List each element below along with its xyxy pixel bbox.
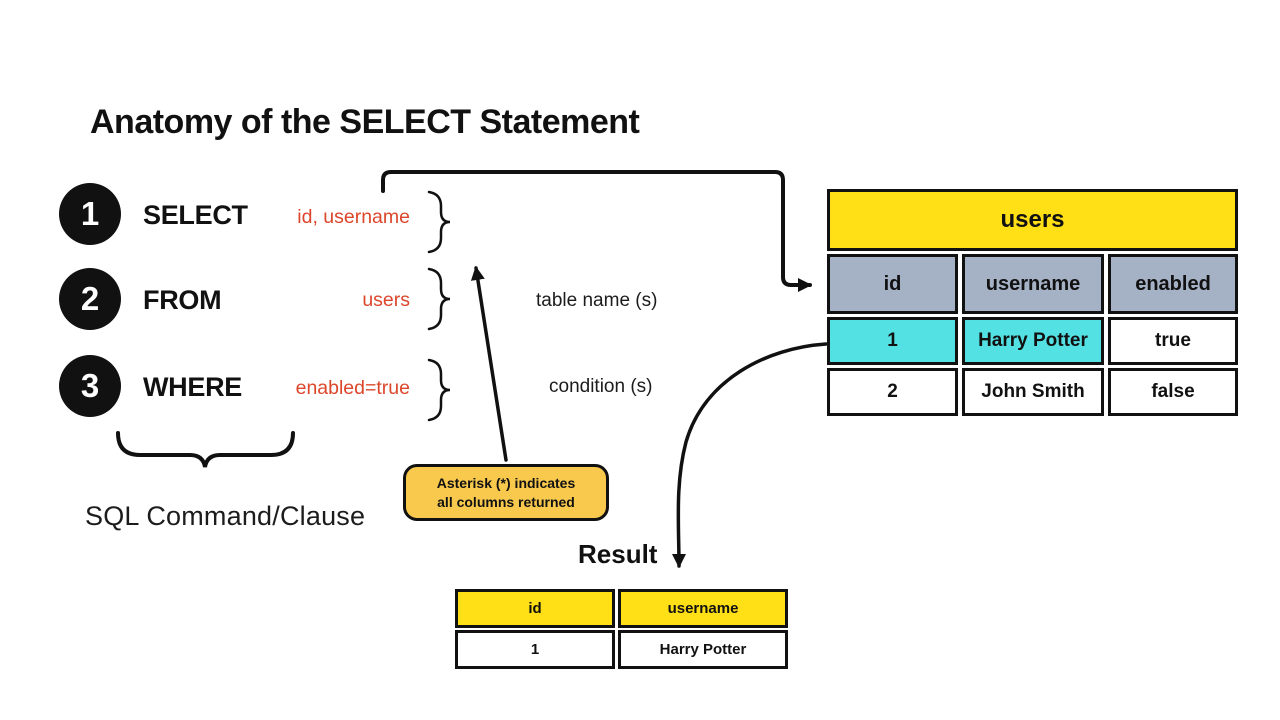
- from-table-value: users: [362, 289, 410, 311]
- sql-command-underbrace: [116, 431, 295, 468]
- step-2-badge: 2: [59, 268, 121, 330]
- select-to-table-arrow: [381, 170, 812, 292]
- page-title: Anatomy of the SELECT Statement: [90, 103, 640, 141]
- users-table-header-row: id username enabled: [827, 254, 1238, 314]
- users-table-row-1: 1 Harry Potter true: [827, 317, 1238, 365]
- result-table: id username 1 Harry Potter: [455, 589, 788, 671]
- result-table-row-1: 1 Harry Potter: [455, 630, 788, 669]
- result-row1-username: Harry Potter: [618, 630, 788, 669]
- callout-arrow: [470, 266, 508, 462]
- step-1-number: 1: [80, 195, 100, 232]
- users-row2-username: John Smith: [962, 368, 1104, 416]
- users-header-id: id: [827, 254, 958, 314]
- step-3-number: 3: [80, 367, 100, 404]
- keyword-select: SELECT: [143, 200, 248, 230]
- step-2-number: 2: [80, 280, 100, 317]
- users-row2-id: 2: [827, 368, 958, 416]
- select-brace: [427, 190, 451, 254]
- users-row1-username: Harry Potter: [962, 317, 1104, 365]
- result-table-header-row: id username: [455, 589, 788, 628]
- users-table: users id username enabled 1 Harry Potter…: [827, 189, 1238, 419]
- keyword-where: WHERE: [143, 372, 242, 402]
- from-brace: [427, 267, 451, 331]
- users-row1-enabled: true: [1108, 317, 1238, 365]
- users-header-enabled: enabled: [1108, 254, 1238, 314]
- result-header-id: id: [455, 589, 615, 628]
- result-header-username: username: [618, 589, 788, 628]
- callout-line-2: all columns returned: [437, 493, 575, 510]
- users-table-row-2: 2 John Smith false: [827, 368, 1238, 416]
- sql-command-label: SQL Command/Clause: [85, 501, 366, 531]
- step-3-badge: 3: [59, 355, 121, 417]
- result-row1-id: 1: [455, 630, 615, 669]
- table-name-annotation: table name (s): [536, 290, 658, 311]
- step-1-badge: 1: [59, 183, 121, 245]
- callout-line-1: Asterisk (*) indicates: [436, 475, 576, 492]
- users-row2-enabled: false: [1108, 368, 1238, 416]
- condition-annotation: condition (s): [549, 376, 653, 397]
- users-table-title: users: [827, 189, 1238, 251]
- where-brace: [427, 358, 451, 422]
- select-columns-value: id, username: [297, 206, 410, 228]
- users-row1-id: 1: [827, 317, 958, 365]
- where-condition-value: enabled=true: [295, 377, 410, 399]
- asterisk-callout: Asterisk (*) indicates all columns retur…: [403, 464, 609, 521]
- keyword-from: FROM: [143, 285, 222, 315]
- users-header-username: username: [962, 254, 1104, 314]
- result-label: Result: [578, 539, 658, 569]
- row-to-result-arrow: [671, 342, 828, 568]
